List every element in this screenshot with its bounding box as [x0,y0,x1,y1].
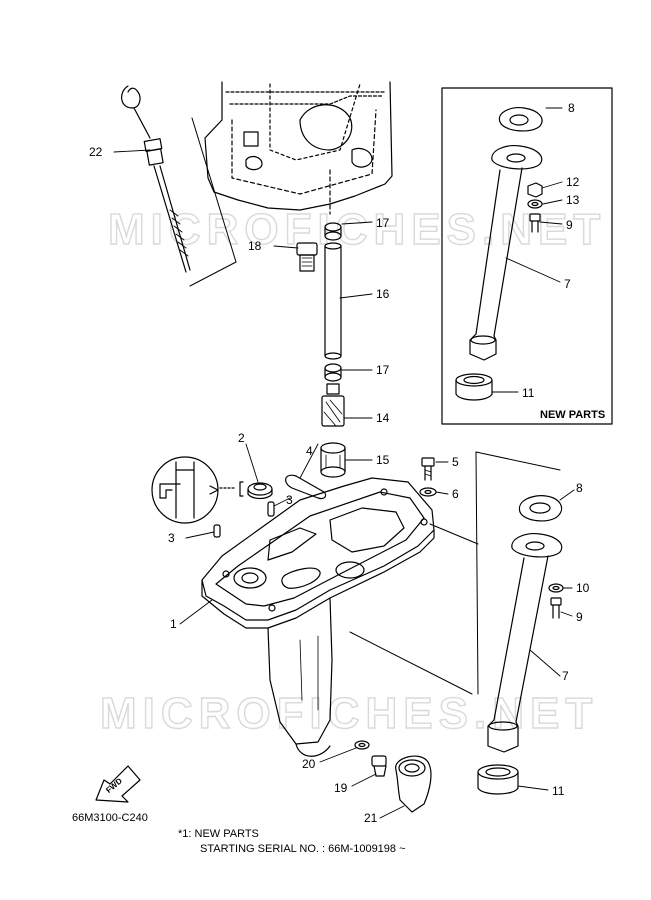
part-17-seal-lower [324,363,342,382]
part-1-upper-casing [201,477,435,757]
callout-5: 5 [452,455,459,469]
callout-22: 22 [89,145,103,159]
leader-lines [113,107,575,819]
diagram-code: 66M3100-C240 [72,812,148,824]
part-7-exhaust-pipe-box [469,145,543,361]
part-2-seal [247,482,273,500]
callout-10: 10 [576,581,590,595]
callout-11-bottom: 11 [552,784,565,798]
part-12-nut [527,182,543,198]
part-20-seal [354,740,370,750]
part-15-grommet [320,442,346,478]
callout-18: 18 [248,239,262,253]
leader-engine-left [189,117,237,287]
leader-casing-plate [429,523,479,545]
part-13-washer [527,199,543,209]
callout-13: 13 [566,193,580,207]
new-parts-box-label: NEW PARTS [540,409,605,421]
callout-17-lower: 17 [376,363,390,377]
callout-15: 15 [376,453,390,467]
part-11-seal-box [455,373,493,401]
callout-20: 20 [302,757,316,771]
part-9-bolt-bottom [550,597,562,619]
part-9-bolt-box [529,213,541,233]
detail-inset-circle [151,456,244,524]
callout-14: 14 [376,411,390,425]
part-5-bolt [421,457,435,481]
leader-top-right [475,451,561,471]
part-18-bolt [296,242,318,272]
callout-1: 1 [170,617,177,631]
callout-9-bottom: 9 [576,610,583,624]
engine-block-outline [204,81,393,215]
fwd-label: FWD [104,776,124,795]
footnote-line2: STARTING SERIAL NO. : 66M-1009198 ~ [200,843,406,855]
callout-21: 21 [364,811,378,825]
part-17-seal-upper [324,222,342,241]
callout-4: 4 [306,444,313,458]
callout-2: 2 [238,431,245,445]
part-8-gasket-box [498,107,543,132]
part-14-strainer [321,383,345,427]
callout-12: 12 [566,175,580,189]
callout-19: 19 [334,781,348,795]
callout-17-upper: 17 [376,216,390,230]
part-3-dowel-left [213,524,221,538]
part-16-water-tube [324,242,342,360]
footnote-line1: *1: NEW PARTS [178,828,259,840]
part-6-washer [419,487,437,497]
part-4-gasket [285,474,327,500]
watermark-bottom: MICROFICHES.NET [100,689,598,738]
dipstick-22 [121,85,191,273]
callout-7-bottom: 7 [562,669,569,683]
callout-6: 6 [452,487,459,501]
fwd-arrow-icon [95,765,141,803]
callout-8-bottom: 8 [576,481,583,495]
part-10-washer [548,583,564,593]
part-21-boot [395,755,432,813]
callout-3-upper: 3 [286,493,293,507]
leader-casing-pipe [349,631,473,695]
part-3-dowel-upper [267,501,275,517]
callout-11-box: 11 [522,386,535,400]
part-8-gasket-bottom [518,495,563,522]
callout-3-left: 3 [168,531,175,545]
new-parts-box [441,87,613,425]
part-11-seal-bottom [477,764,519,795]
part-19-bushing [371,755,387,777]
leader-vertical-right [475,451,479,695]
callout-16: 16 [376,287,390,301]
callout-7-box: 7 [564,277,571,291]
watermark-top: MICROFICHES.NET [108,205,606,254]
part-7-exhaust-pipe-bottom [487,533,563,753]
callout-8-box: 8 [568,101,575,115]
callout-9-box: 9 [566,218,573,232]
